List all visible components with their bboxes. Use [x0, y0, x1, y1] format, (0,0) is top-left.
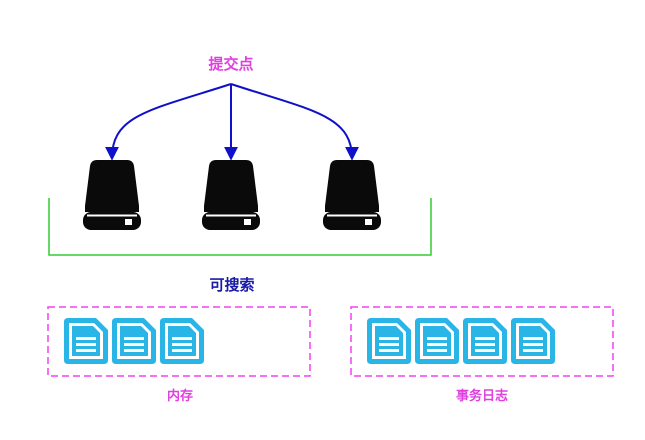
document-icon	[64, 318, 108, 364]
hard-disk-icon	[202, 160, 260, 230]
hard-disk-icon	[323, 160, 381, 230]
segment-group	[83, 160, 381, 230]
transaction-log-label: 事务日志	[456, 388, 508, 404]
memory-docs	[64, 318, 204, 364]
searchable-label: 可搜索	[209, 276, 254, 294]
document-icon	[112, 318, 156, 364]
commit-arrows	[105, 83, 359, 161]
document-icon	[160, 318, 204, 364]
memory-label: 内存	[167, 388, 193, 404]
commit-point-label: 提交点	[208, 55, 253, 73]
hard-disk-icon	[83, 160, 141, 230]
document-icon	[463, 318, 507, 364]
transaction-log-docs	[367, 318, 555, 364]
document-icon	[415, 318, 459, 364]
document-icon	[511, 318, 555, 364]
transaction-log-box	[350, 306, 614, 377]
arrow-to-segment-3	[230, 83, 359, 161]
arrow-to-segment-1	[105, 83, 232, 161]
document-icon	[367, 318, 411, 364]
memory-buffer-box	[47, 306, 311, 377]
searchable-bracket	[48, 198, 432, 256]
